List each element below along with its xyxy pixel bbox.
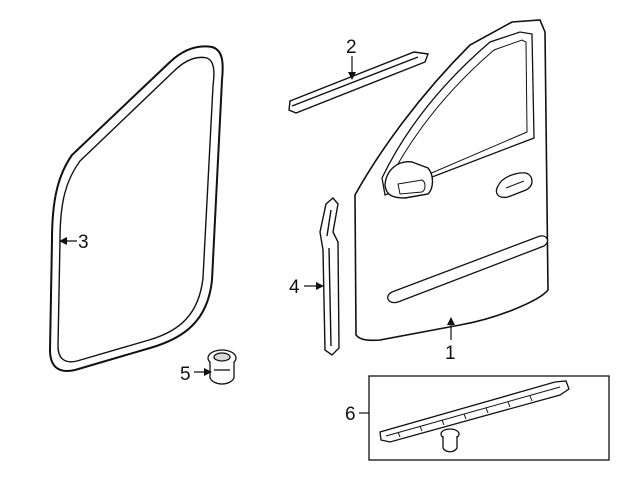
callout-2: 2 — [346, 37, 357, 58]
front-edge-seal-part-4 — [319, 197, 340, 356]
door-shell-part-1 — [354, 19, 549, 342]
callout-5: 5 — [180, 364, 191, 385]
callout-3: 3 — [78, 232, 89, 253]
callout-4: 4 — [289, 277, 300, 298]
retainer-clip-part-5 — [207, 349, 237, 385]
belt-molding-part-2 — [288, 51, 429, 114]
molding-kit-part-6 — [368, 375, 610, 461]
leader-lines — [59, 56, 455, 414]
callout-6: 6 — [345, 404, 356, 425]
weatherstrip-part-3 — [49, 45, 224, 372]
callout-1: 1 — [445, 343, 456, 364]
